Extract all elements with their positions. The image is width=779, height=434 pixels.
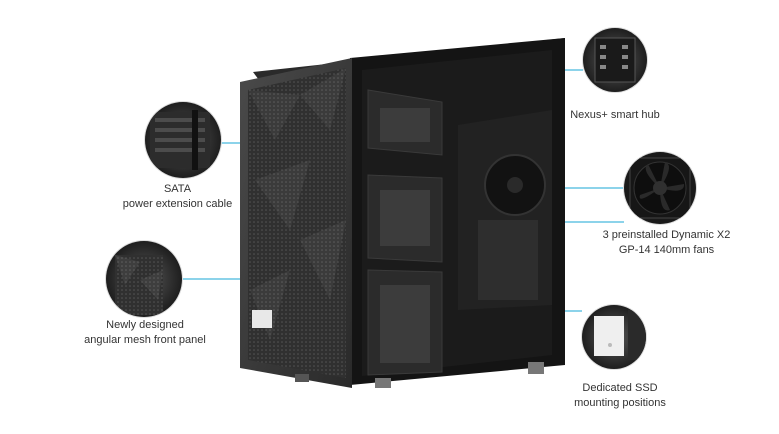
label-fans-line2: GP-14 140mm fans xyxy=(618,244,715,256)
label-front-panel-line1: Newly designed xyxy=(106,319,184,331)
label-sata-line2: power extension cable xyxy=(122,198,233,210)
label-ssd-mounts: Dedicated SSD mounting positions xyxy=(560,381,680,411)
label-front-panel: Newly designed angular mesh front panel xyxy=(70,318,220,348)
brand-logo-badge xyxy=(252,310,272,328)
label-sata-line1: SATA xyxy=(163,183,192,195)
zoom-ssd-mounts xyxy=(581,304,647,370)
zoom-sata-cable xyxy=(144,101,222,179)
label-ssd-line2: mounting positions xyxy=(574,397,666,409)
zoom-fans xyxy=(623,151,697,225)
zoom-nexus-hub xyxy=(582,27,648,93)
label-nexus-hub: Nexus+ smart hub xyxy=(565,108,665,123)
pc-case xyxy=(240,38,565,388)
label-fans: 3 preinstalled Dynamic X2 GP-14 140mm fa… xyxy=(584,228,749,258)
label-ssd-line1: Dedicated SSD xyxy=(582,382,658,394)
label-nexus-hub-line1: Nexus+ smart hub xyxy=(570,109,660,121)
label-fans-line1: 3 preinstalled Dynamic X2 xyxy=(602,229,731,241)
label-sata-cable: SATA power extension cable xyxy=(105,182,250,212)
zoom-front-panel xyxy=(105,240,183,318)
label-front-panel-line2: angular mesh front panel xyxy=(84,334,206,346)
